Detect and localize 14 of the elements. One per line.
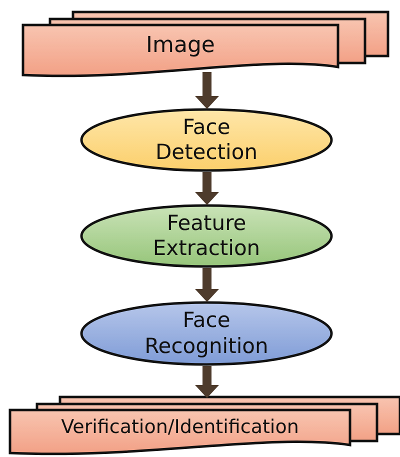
arrow — [195, 172, 219, 205]
process-ellipse — [80, 108, 333, 172]
node-label: Feature Extraction — [152, 210, 262, 262]
document-stack — [10, 397, 400, 455]
process-ellipse — [80, 204, 333, 268]
process-ellipse — [80, 301, 333, 366]
node-label: Face Detection — [154, 114, 259, 166]
node-label: Face Recognition — [144, 308, 270, 359]
node-label: Verification/Identification — [61, 416, 299, 439]
arrow — [195, 366, 219, 398]
arrow — [195, 72, 219, 109]
node-label: Image — [146, 32, 215, 60]
arrow — [195, 268, 219, 302]
document-stack — [23, 12, 388, 77]
